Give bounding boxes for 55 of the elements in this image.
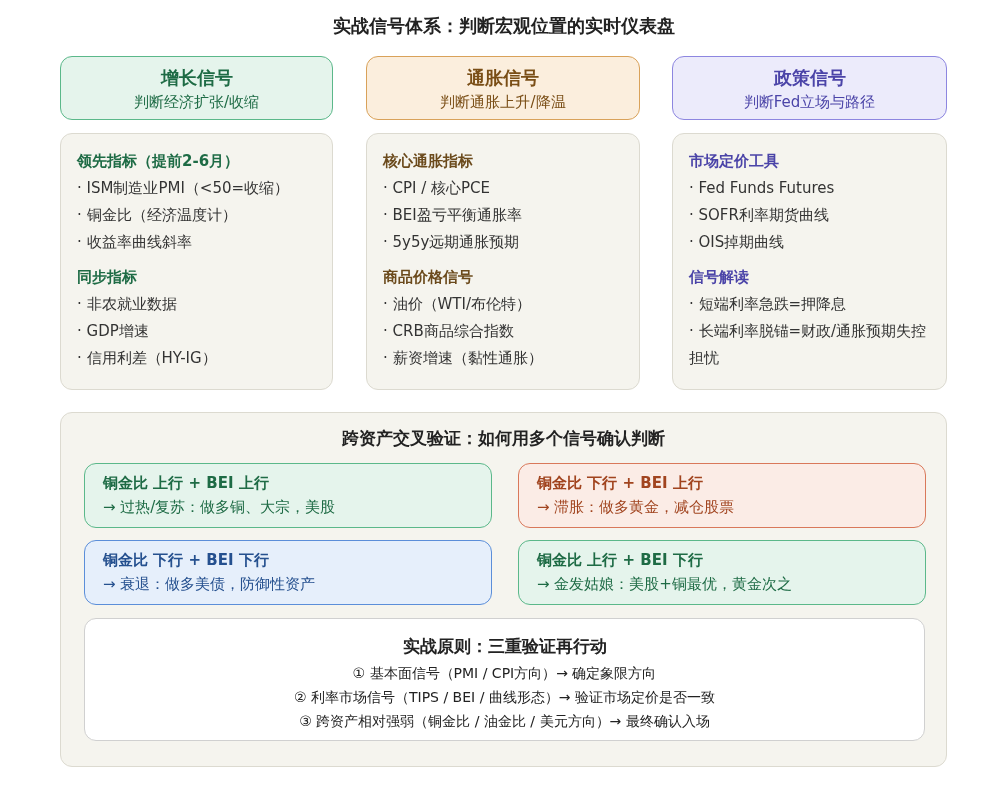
section-heading: 核心通胀指标: [383, 151, 474, 172]
section-heading: 信号解读: [689, 267, 750, 288]
signal-title: 政策信号: [772, 66, 847, 90]
section-heading: 同步指标: [77, 267, 138, 288]
panel-title: 跨资产交叉验证：如何用多个信号确认判断: [341, 427, 666, 450]
principle-step: ② 利率市场信号（TIPS / BEI / 曲线形态）→ 验证市场定价是否一致: [85, 685, 924, 709]
indicator-item: · CRB商品综合指数: [383, 321, 515, 342]
principle-step: ① 基本面信号（PMI / CPI方向）→ 确定象限方向: [85, 661, 924, 685]
scenario-condition: 铜金比 下行 + BEI 上行: [537, 473, 704, 494]
indicator-item: · BEI盈亏平衡通胀率: [383, 205, 523, 226]
scenario-condition: 铜金比 上行 + BEI 下行: [537, 550, 704, 571]
signal-header: [366, 56, 640, 120]
section-heading: 领先指标（提前2-6月）: [77, 151, 241, 172]
scenario-action: → 滞胀：做多黄金，减仓股票: [537, 497, 736, 518]
signal-title: 通胀信号: [466, 66, 540, 90]
indicator-item: · 长端利率脱锚=财政/通胀预期失控担忧: [689, 321, 928, 369]
indicator-item: · 铜金比（经济温度计）: [77, 205, 238, 226]
indicator-item: · GDP增速: [77, 321, 150, 342]
scenario-condition: 铜金比 上行 + BEI 上行: [103, 473, 270, 494]
scenario-box: [518, 463, 926, 528]
principle-title: 实战原则：三重验证再行动: [401, 635, 608, 658]
principle-step: ③ 跨资产相对强弱（铜金比 / 油金比 / 美元方向）→ 最终确认入场: [85, 709, 924, 733]
section-heading: 商品价格信号: [383, 267, 474, 288]
indicator-item: · 信用利差（HY-IG）: [77, 348, 218, 369]
indicator-card: [672, 133, 947, 390]
indicator-item: · Fed Funds Futures: [689, 178, 836, 199]
indicator-item: · 短端利率急跌=押降息: [689, 294, 848, 315]
scenario-box: [84, 540, 492, 605]
indicator-item: · ISM制造业PMI（<50=收缩）: [77, 178, 291, 199]
signal-subtitle: 判断经济扩张/收缩: [132, 92, 261, 113]
signal-subtitle: 判断Fed立场与路径: [742, 92, 877, 113]
scenario-action: → 衰退：做多美债，防御性资产: [103, 574, 317, 595]
indicator-item: · OIS掉期曲线: [689, 232, 786, 253]
indicator-item: · SOFR利率期货曲线: [689, 205, 830, 226]
section-heading: 市场定价工具: [689, 151, 780, 172]
indicator-card: [60, 133, 333, 390]
indicator-item: · 油价（WTI/布伦特）: [383, 294, 532, 315]
indicator-item: · CPI / 核心PCE: [383, 178, 492, 199]
scenario-box: [84, 463, 492, 528]
scenario-condition: 铜金比 下行 + BEI 下行: [103, 550, 270, 571]
indicator-item: · 5y5y远期通胀预期: [383, 232, 521, 253]
indicator-item: · 收益率曲线斜率: [77, 232, 193, 253]
signal-header: [672, 56, 947, 120]
scenario-action: → 过热/复苏：做多铜、大宗，美股: [103, 497, 337, 518]
signal-header: [60, 56, 333, 120]
indicator-item: · 非农就业数据: [77, 294, 178, 315]
signal-title: 增长信号: [159, 66, 234, 90]
principle-box: [84, 618, 925, 741]
diagram-title: 实战信号体系：判断宏观位置的实时仪表盘: [331, 14, 676, 38]
validation-panel: [60, 412, 947, 767]
scenario-action: → 金发姑娘：美股+铜最优，黄金次之: [537, 574, 793, 595]
scenario-box: [518, 540, 926, 605]
signal-subtitle: 判断通胀上升/降温: [439, 92, 567, 113]
indicator-card: [366, 133, 640, 390]
indicator-item: · 薪资增速（黏性通胀）: [383, 348, 544, 369]
